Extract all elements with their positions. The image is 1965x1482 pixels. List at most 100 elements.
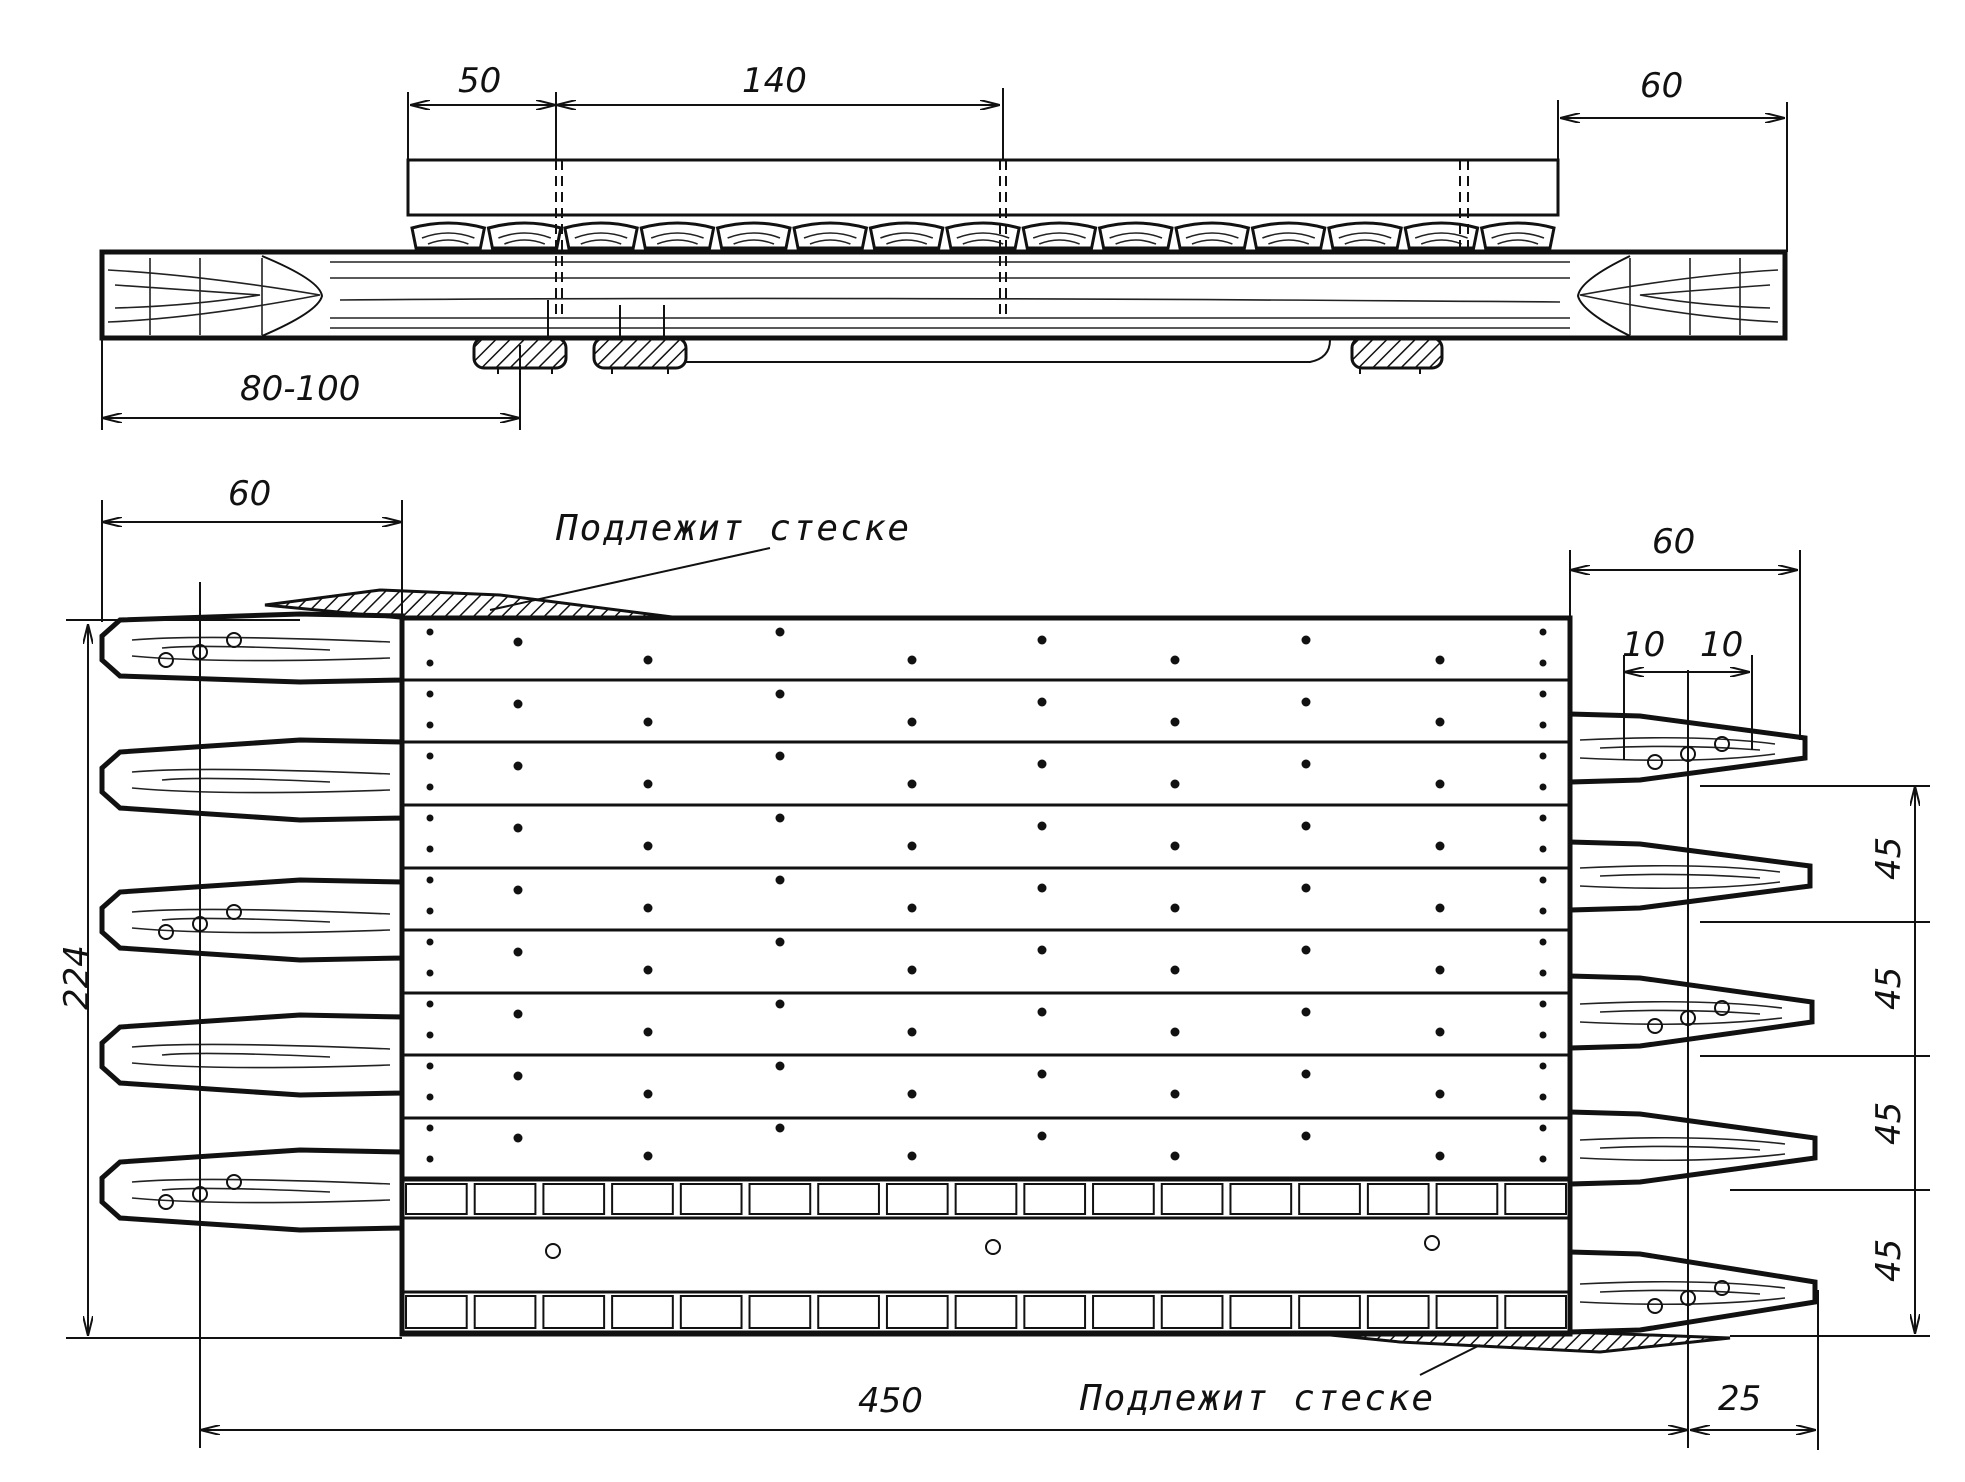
plan-trim-zone-top [264, 588, 681, 620]
plan-left-log [99, 877, 405, 963]
plan-edge-nail [1539, 783, 1547, 791]
plan-bolt-hole-2 [985, 1239, 1001, 1255]
elevation-log-end-grain [1491, 232, 1545, 245]
plan-deck-nail [643, 1089, 653, 1099]
plan-deck-nail [513, 1133, 523, 1143]
elevation-log-end [1097, 221, 1174, 250]
plan-log-hole [226, 904, 242, 920]
plan-deck-nail [643, 717, 653, 727]
plan-board-block [679, 1295, 743, 1329]
plan-board-block [1366, 1295, 1430, 1329]
plan-deck-nail [1435, 903, 1445, 913]
dim-label-top-50: 50 [458, 61, 501, 101]
plan-board-block [817, 1183, 880, 1215]
plan-board-block [542, 1295, 606, 1329]
plan-board-block [1435, 1183, 1499, 1215]
plan-board-block [473, 1183, 537, 1215]
plan-deck-nail [643, 903, 653, 913]
plan-edge-nail [1539, 1155, 1547, 1163]
elevation-log-end [715, 221, 792, 250]
plan-board-block [611, 1183, 674, 1215]
plan-log-hole [158, 1194, 174, 1210]
elevation-sleeper-3 [1350, 336, 1444, 370]
elevation-log-end-grain [1185, 232, 1239, 245]
plan-board-block [1160, 1183, 1224, 1215]
plan-board-block [954, 1295, 1018, 1329]
dim-ext-top-50 [407, 92, 557, 160]
plan-deck-nail [1037, 1069, 1047, 1079]
plan-board-block [954, 1183, 1018, 1215]
elevation-main-log [99, 249, 1788, 341]
plan-deck-nail [1037, 883, 1047, 893]
plan-board-block [679, 1183, 743, 1215]
plan-board-block [1298, 1295, 1361, 1329]
plan-left-log-grain [131, 1043, 391, 1069]
dim-ext-top-60 [1557, 100, 1788, 252]
elevation-sleeper-bolts [497, 300, 1421, 374]
plan-note-bottom: Подлежит стеске [1079, 1378, 1435, 1419]
plan-left-log [99, 1147, 405, 1233]
plan-bolt-hole-1 [545, 1243, 561, 1259]
plan-note-top: Подлежит стеске [555, 508, 911, 549]
dim-label-plan-45c: 45 [1869, 1102, 1909, 1145]
plan-deck-nail [643, 841, 653, 851]
plan-board-block [748, 1183, 812, 1215]
plan-board-block [1229, 1183, 1293, 1215]
plan-deck-nail [1435, 1151, 1445, 1161]
dim-label-plan-45d: 45 [1869, 1239, 1909, 1282]
elevation-log-end-grain [1414, 232, 1468, 245]
dim-label-top-140: 140 [742, 61, 807, 101]
plan-left-log-grain [131, 908, 391, 934]
plan-edge-nail [1539, 814, 1547, 822]
elevation-log-end-grain [1262, 232, 1316, 245]
elevation-log-end [639, 221, 716, 250]
elevation-log-end-grain [1032, 232, 1086, 245]
plan-edge-nail [1539, 1000, 1547, 1008]
elevation-log-end-grain [498, 232, 552, 245]
plan-edge-nail [426, 752, 434, 760]
elevation-log-end [410, 221, 487, 250]
elevation-bolt-lines [555, 160, 1469, 320]
dim-label-plan-10a: 10 [1622, 625, 1665, 665]
plan-deck-nail [775, 751, 785, 761]
elevation-log-end-grain [421, 232, 475, 245]
plan-edge-nail [426, 969, 434, 977]
plan-edge-nail [1539, 845, 1547, 853]
dim-label-plan-25: 25 [1718, 1379, 1761, 1419]
plan-deck-nail [513, 761, 523, 771]
elevation-log-end [1174, 221, 1251, 250]
plan-edge-nail [426, 783, 434, 791]
elevation-log-end-grain [727, 232, 781, 245]
elevation-log-end [1250, 221, 1327, 250]
elevation-log-end [486, 221, 563, 250]
plan-deck-nail [1301, 945, 1311, 955]
dim-label-plan-45a: 45 [1869, 837, 1909, 880]
dim-label-top-60: 60 [1640, 66, 1683, 106]
plan-deck-nail [513, 885, 523, 895]
plan-bolt-hole-3 [1424, 1235, 1440, 1251]
plan-board-block [748, 1295, 812, 1329]
plan-deck-nail [907, 841, 917, 851]
plan-deck-nail [775, 627, 785, 637]
plan-log-hole [1647, 1298, 1663, 1314]
plan-edge-nail [426, 938, 434, 946]
elevation-log-end-left [261, 255, 324, 337]
plan-deck-nail [513, 1009, 523, 1019]
plan-deck-nail [775, 999, 785, 1009]
plan-deck-nail [1037, 821, 1047, 831]
plan-edge-nail [426, 659, 434, 667]
plan-deck-nail [1435, 965, 1445, 975]
dim-label-plan-60-right: 60 [1652, 522, 1695, 562]
plan-note-bottom-leader [1419, 1344, 1481, 1376]
plan-board-block [542, 1183, 606, 1215]
plan-deck-nail [1037, 1131, 1047, 1141]
plan-deck-nail [907, 655, 917, 665]
plan-cross-board-rows [402, 1178, 1570, 1334]
elevation-log-end [868, 221, 945, 250]
plan-log-hole [1647, 754, 1663, 770]
elevation-deck-plank [406, 158, 1560, 217]
elevation-log-end [1479, 221, 1556, 250]
plan-deck-nail [775, 1061, 785, 1071]
plan-edge-nail [426, 1000, 434, 1008]
elevation-log-end [1327, 221, 1403, 250]
